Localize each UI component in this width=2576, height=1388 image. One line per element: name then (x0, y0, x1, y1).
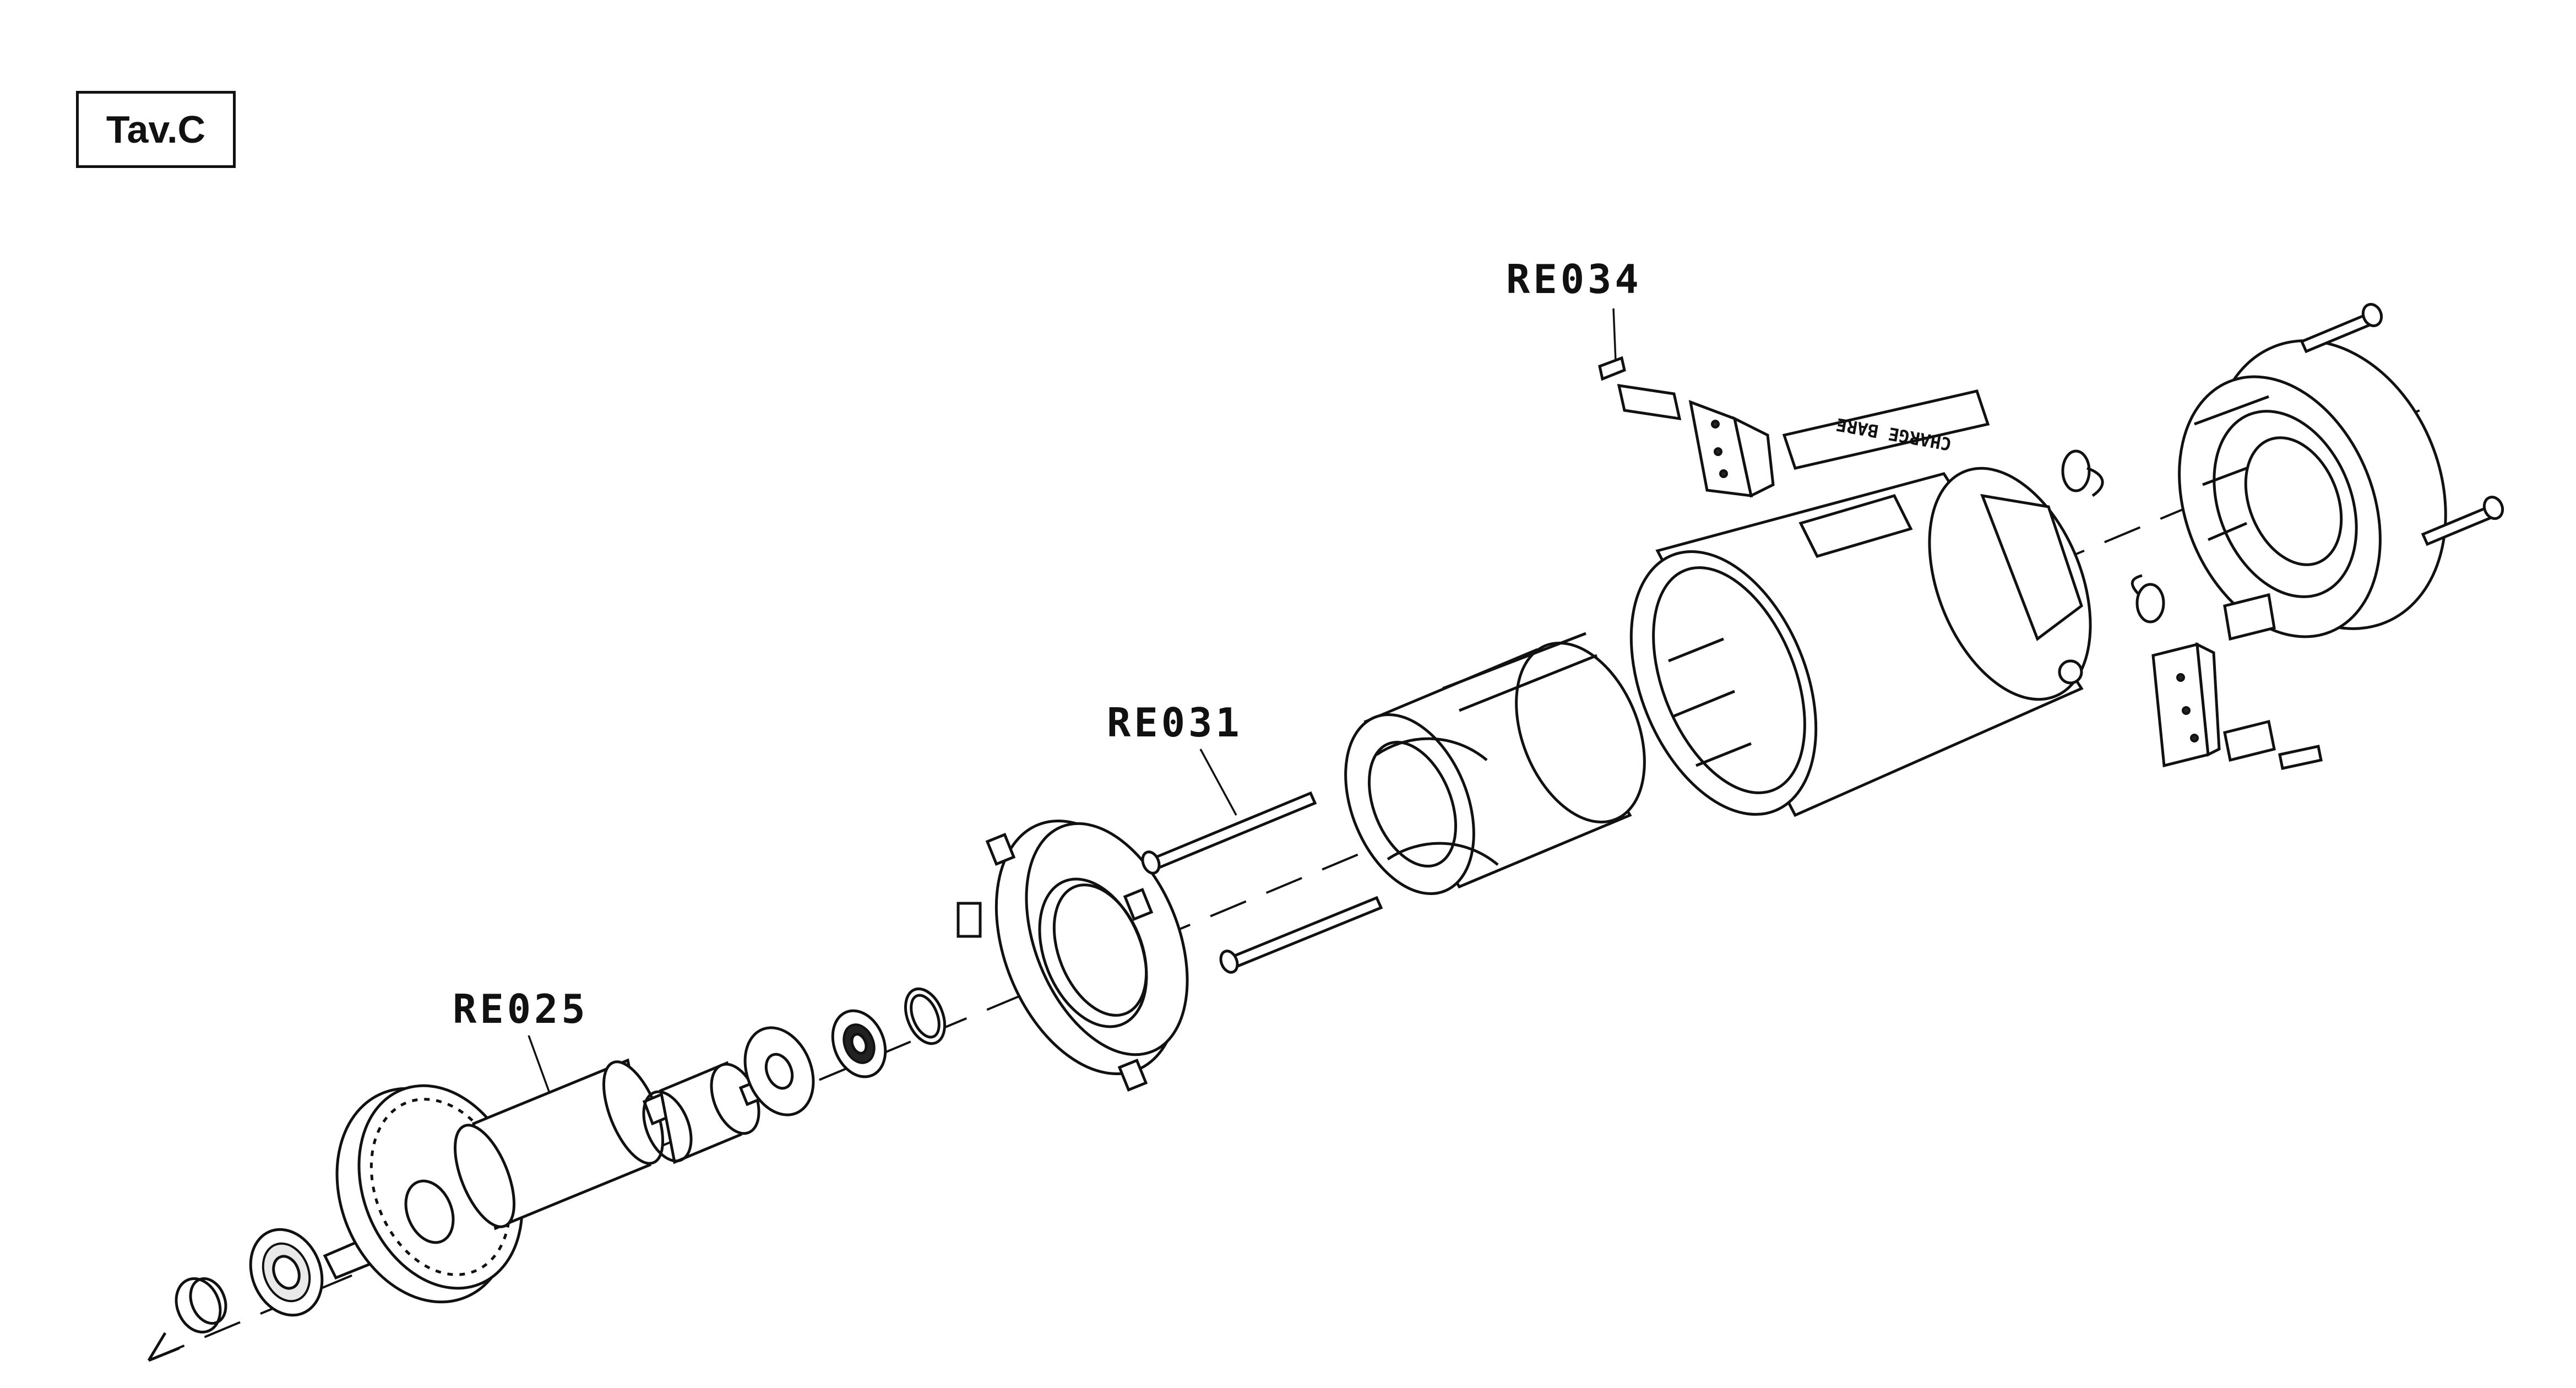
callout-re025: RE025 (453, 986, 589, 1032)
stator-field (1344, 632, 1646, 895)
end-cap (2178, 339, 2447, 641)
callout-re031: RE031 (1107, 700, 1243, 746)
end-plate (957, 819, 1189, 1092)
end-bushing (175, 1277, 227, 1333)
washer (743, 1026, 815, 1116)
motor-housing (1629, 467, 2092, 817)
callout-re034: RE034 (1506, 256, 1642, 302)
long-screws-re031 (1141, 791, 1383, 974)
rear-bearing (831, 1009, 887, 1078)
table-label: Tav.C (106, 108, 206, 151)
cap-screws (2300, 303, 2504, 546)
brush-holder-left-re034 (1598, 356, 1775, 498)
front-bearing (249, 1228, 324, 1317)
brush-holder-right (2151, 642, 2323, 770)
label-plate: CHARGE BARE (1782, 389, 1990, 470)
commutator (642, 1061, 760, 1164)
table-label-box: Tav.C (76, 91, 236, 168)
brush-springs (2061, 449, 2165, 623)
armature-re025 (175, 987, 946, 1333)
